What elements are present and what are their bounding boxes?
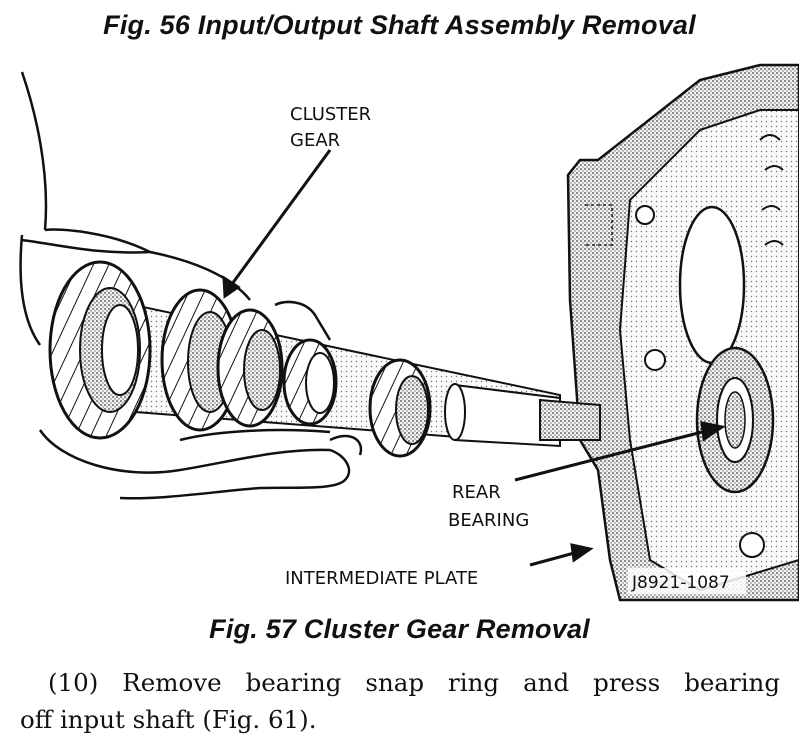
instruction-paragraph: (10) Remove bearing snap ring and press … — [20, 664, 780, 738]
cluster-gear-label-line2: GEAR — [290, 130, 340, 151]
intermediate-plate-label: INTERMEDIATE PLATE — [285, 568, 478, 589]
cluster-gear-assembly — [48, 260, 601, 458]
cluster-gear-label-line1: CLUSTER — [290, 104, 371, 125]
rear-bearing-label-line2: BEARING — [448, 510, 529, 531]
figure-56-caption: Fig. 56 Input/Output Shaft Assembly Remo… — [103, 10, 696, 40]
callout-arrows — [222, 149, 726, 567]
figure-code-label: J8921-1087 — [631, 573, 730, 593]
figure-57-caption: Fig. 57 Cluster Gear Removal — [209, 614, 590, 644]
cluster-gear-illustration: CLUSTER GEAR REAR BEARING INTERMEDIATE P… — [19, 63, 799, 602]
hand-illustration — [19, 71, 363, 500]
rear-bearing-label-line1: REAR — [452, 482, 501, 503]
instruction-line-2: off input shaft (Fig. 61). — [20, 705, 317, 734]
instruction-line-1: (10) Remove bearing snap ring and press … — [48, 668, 780, 697]
intermediate-plate — [566, 63, 799, 602]
